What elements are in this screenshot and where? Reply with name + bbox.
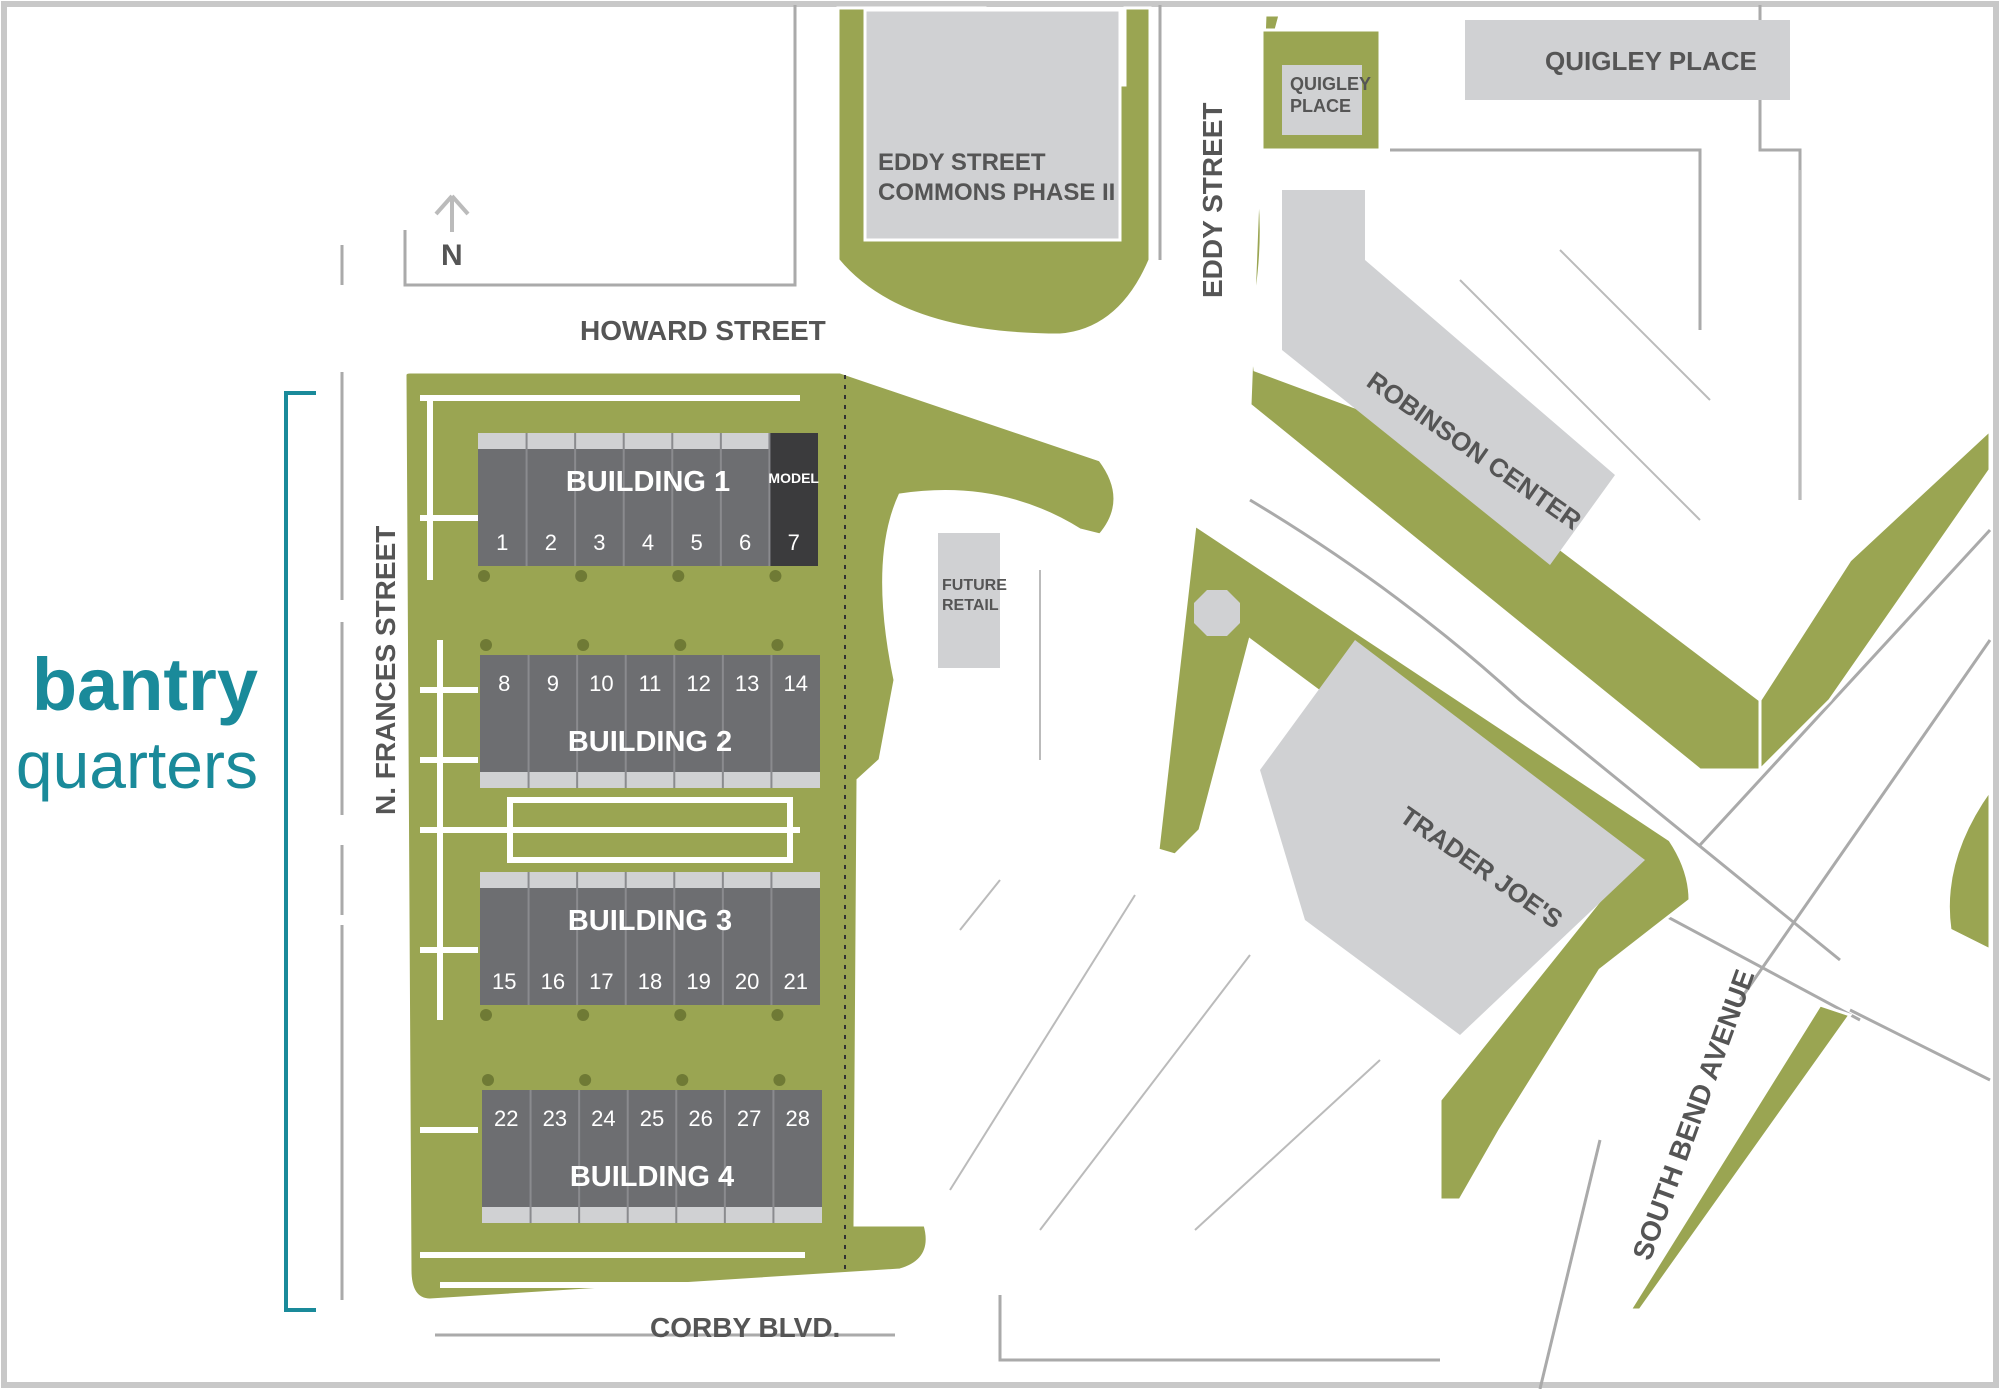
unit-number[interactable]: 4 xyxy=(642,530,654,555)
unit-number[interactable]: 6 xyxy=(739,530,751,555)
unit-number[interactable]: 1 xyxy=(496,530,508,555)
unit-number[interactable]: 17 xyxy=(589,969,613,994)
label-eddy-commons-2: COMMONS PHASE II xyxy=(878,179,1115,206)
label-eddy-street: EDDY STREET xyxy=(1197,102,1228,298)
unit-number[interactable]: 26 xyxy=(688,1106,712,1131)
building-1[interactable]: 1 2 3 4 5 6 7 MODEL BUILDING 1 xyxy=(478,433,819,582)
building-name: BUILDING 3 xyxy=(568,905,732,937)
walkways xyxy=(420,395,900,1288)
building-roof-edge xyxy=(482,1207,822,1223)
tree-icon xyxy=(478,570,490,582)
unit-number[interactable]: 9 xyxy=(547,671,559,696)
tree-icon xyxy=(771,1009,784,1021)
tree-icon xyxy=(771,639,784,651)
unit-number[interactable]: 27 xyxy=(737,1106,761,1131)
green-east-strip xyxy=(1758,426,1992,774)
trader-joes-building xyxy=(1260,640,1645,1035)
tree-icon xyxy=(769,570,782,582)
green-east-corner xyxy=(1946,785,1992,953)
tree-icon xyxy=(577,639,590,651)
unit-number[interactable]: 28 xyxy=(785,1106,809,1131)
label-quigley-small-2: PLACE xyxy=(1290,96,1351,116)
building-roof-edge xyxy=(480,772,820,788)
tree-icon xyxy=(480,639,492,651)
eddy-commons-building xyxy=(863,8,1122,242)
building-name: BUILDING 1 xyxy=(566,466,730,498)
unit-number[interactable]: 16 xyxy=(541,969,565,994)
building-footprint xyxy=(480,655,820,788)
label-future-retail-2: RETAIL xyxy=(942,597,999,614)
building-name: BUILDING 2 xyxy=(568,726,732,758)
unit-number[interactable]: 22 xyxy=(494,1106,518,1131)
future-retail-building xyxy=(938,533,1000,668)
unit-number[interactable]: 5 xyxy=(690,530,702,555)
tree-icon xyxy=(480,1009,492,1021)
brand-name: bantry xyxy=(32,643,258,726)
label-future-retail-1: FUTURE xyxy=(942,577,1007,594)
quigley-small-building xyxy=(1282,65,1362,135)
unit-number[interactable]: 15 xyxy=(492,969,516,994)
unit-number[interactable]: 25 xyxy=(640,1106,664,1131)
unit-number[interactable]: 10 xyxy=(589,671,613,696)
unit-number[interactable]: 14 xyxy=(783,671,807,696)
unit-number[interactable]: 18 xyxy=(638,969,662,994)
tree-icon xyxy=(676,1074,689,1086)
building-footprint xyxy=(478,433,818,566)
brand-tagline: quarters xyxy=(16,728,258,802)
building-name: BUILDING 4 xyxy=(570,1161,734,1193)
building-roof-edge xyxy=(480,872,820,888)
unit-number[interactable]: 23 xyxy=(543,1106,567,1131)
model-label: MODEL xyxy=(768,470,819,486)
compass-label: N xyxy=(441,239,463,272)
label-corby-blvd: CORBY BLVD. xyxy=(650,1312,840,1343)
quigley-place-building xyxy=(1465,20,1790,100)
unit-number[interactable]: 21 xyxy=(783,969,807,994)
tree-icon xyxy=(577,1009,590,1021)
unit-number[interactable]: 12 xyxy=(686,671,710,696)
unit-number[interactable]: 8 xyxy=(498,671,510,696)
label-quigley-small-1: QUIGLEY xyxy=(1290,74,1371,94)
green-trader-joes xyxy=(1156,522,1692,1202)
unit-number[interactable]: 11 xyxy=(639,671,662,696)
tree-icon xyxy=(579,1074,592,1086)
octagon-kiosk xyxy=(1194,590,1240,636)
building-footprint xyxy=(482,1090,822,1223)
tree-icon xyxy=(672,570,685,582)
site-bracket xyxy=(284,391,316,1312)
robinson-center-building xyxy=(1282,190,1615,565)
unit-number[interactable]: 13 xyxy=(735,671,759,696)
unit-number[interactable]: 7 xyxy=(788,530,800,555)
tree-icon xyxy=(575,570,588,582)
building-footprint xyxy=(480,872,820,1005)
label-frances-street: N. FRANCES STREET xyxy=(370,526,401,815)
label-howard-street: HOWARD STREET xyxy=(580,315,826,346)
unit-number[interactable]: 19 xyxy=(686,969,710,994)
unit-number[interactable]: 2 xyxy=(545,530,557,555)
building-3[interactable]: 15 16 17 18 19 20 21 BUILDING 3 xyxy=(480,872,820,1021)
model-unit[interactable] xyxy=(769,433,818,566)
north-arrow-icon xyxy=(434,194,470,232)
tree-icon xyxy=(674,639,687,651)
unit-number[interactable]: 20 xyxy=(735,969,759,994)
label-quigley-place: QUIGLEY PLACE xyxy=(1545,46,1757,76)
tree-icon xyxy=(674,1009,687,1021)
green-bantry-site xyxy=(403,370,1117,1302)
green-south-bend xyxy=(1627,1003,1853,1312)
unit-number[interactable]: 3 xyxy=(593,530,605,555)
tree-icon xyxy=(773,1074,786,1086)
tree-icon xyxy=(482,1074,494,1086)
label-eddy-commons-1: EDDY STREET xyxy=(878,149,1046,176)
unit-number[interactable]: 24 xyxy=(591,1106,615,1131)
building-roof-edge xyxy=(478,433,818,449)
